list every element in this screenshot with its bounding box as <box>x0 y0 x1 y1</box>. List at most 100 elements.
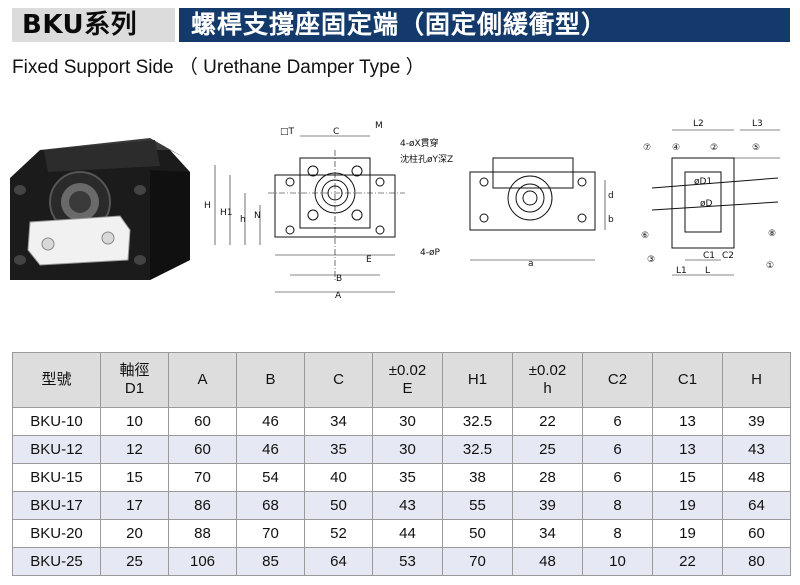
product-photo <box>10 138 190 280</box>
table-cell: 30 <box>372 407 443 436</box>
label-hole-x: 4-øX貫穿 <box>400 137 439 149</box>
label-c: C <box>333 127 339 137</box>
column-header: C2 <box>582 352 653 408</box>
model-cell: BKU-17 <box>12 491 101 520</box>
table-cell: 46 <box>236 407 305 436</box>
table-cell: 19 <box>652 519 723 548</box>
label-d1: øD1 <box>694 177 712 187</box>
model-cell: BKU-15 <box>12 463 101 492</box>
label-h-big: H <box>204 201 211 211</box>
column-header: C <box>304 352 373 408</box>
table-cell: 19 <box>652 491 723 520</box>
column-header-line: H <box>751 371 762 388</box>
column-header: A <box>168 352 237 408</box>
model-cell: BKU-20 <box>12 519 101 548</box>
table-cell: 70 <box>442 547 513 576</box>
table-cell: 32.5 <box>442 407 513 436</box>
label-b-small: b <box>608 215 614 225</box>
model-cell: BKU-25 <box>12 547 101 576</box>
table-cell: 32.5 <box>442 435 513 464</box>
callout-2: ② <box>710 143 718 153</box>
table-cell: 55 <box>442 491 513 520</box>
table-cell: 8 <box>582 519 653 548</box>
column-header-line: 型號 <box>41 371 72 388</box>
column-header-line: D1 <box>124 380 145 397</box>
callout-5: ⑤ <box>752 143 760 153</box>
label-m: M <box>375 121 383 131</box>
page-subtitle: Fixed Support Side （ Urethane Damper Typ… <box>12 57 425 78</box>
label-hole-p: 4-øP <box>420 248 440 258</box>
technical-drawings: □T C M H H1 h N E B A 4-øX貫穿 沈柱孔øY深Z 4-ø… <box>10 119 780 301</box>
table-cell: 6 <box>582 407 653 436</box>
table-cell: 64 <box>304 547 373 576</box>
table-cell: 86 <box>168 491 237 520</box>
label-l2: L2 <box>693 119 704 129</box>
label-e: E <box>366 255 372 265</box>
table-cell: 17 <box>100 491 169 520</box>
callout-8: ⑧ <box>768 229 776 239</box>
table-cell: 50 <box>442 519 513 548</box>
table-cell: 60 <box>722 519 791 548</box>
table-cell: 22 <box>512 407 583 436</box>
table-cell: 35 <box>304 435 373 464</box>
section-view-labels: L2 L3 øD1 øD C1 C2 L1 L ⑦ ④ ② ⑤ ⑥ ③ ⑧ ① <box>641 119 776 276</box>
column-header: B <box>236 352 305 408</box>
table-cell: 15 <box>652 463 723 492</box>
label-n: N <box>254 211 261 221</box>
table-cell: 6 <box>582 435 653 464</box>
column-header-line: ±0.02 <box>528 362 567 379</box>
column-header: H1 <box>442 352 513 408</box>
table-cell: 85 <box>236 547 305 576</box>
table-cell: 13 <box>652 435 723 464</box>
column-header: C1 <box>652 352 723 408</box>
table-cell: 39 <box>512 491 583 520</box>
callout-3: ③ <box>647 255 655 265</box>
model-cell: BKU-12 <box>12 435 101 464</box>
column-header-line: A <box>197 371 208 388</box>
label-b: B <box>336 274 342 284</box>
column-header-line: H1 <box>467 371 488 388</box>
table-cell: 50 <box>304 491 373 520</box>
table-cell: 64 <box>722 491 791 520</box>
table-cell: 34 <box>512 519 583 548</box>
table-cell: 28 <box>512 463 583 492</box>
column-header-line: E <box>402 380 413 397</box>
table-cell: 52 <box>304 519 373 548</box>
column-header-line: h <box>543 380 552 397</box>
label-l: L <box>705 266 710 276</box>
table-cell: 54 <box>236 463 305 492</box>
table-cell: 35 <box>372 463 443 492</box>
section-view-drawing <box>651 129 780 276</box>
column-header-line: C2 <box>607 371 628 388</box>
table-cell: 70 <box>168 463 237 492</box>
front-view-labels: □T C M H H1 h N E B A 4-øX貫穿 沈柱孔øY深Z 4-ø… <box>204 121 453 301</box>
table-cell: 80 <box>722 547 791 576</box>
label-l3: L3 <box>752 119 763 129</box>
table-cell: 43 <box>722 435 791 464</box>
callout-4: ④ <box>672 143 680 153</box>
table-cell: 12 <box>100 435 169 464</box>
table-cell: 70 <box>236 519 305 548</box>
table-cell: 44 <box>372 519 443 548</box>
table-cell: 22 <box>652 547 723 576</box>
table-cell: 88 <box>168 519 237 548</box>
table-cell: 8 <box>582 491 653 520</box>
model-cell: BKU-10 <box>12 407 101 436</box>
table-cell: 106 <box>168 547 237 576</box>
table-cell: 48 <box>512 547 583 576</box>
table-cell: 25 <box>100 547 169 576</box>
table-cell: 15 <box>100 463 169 492</box>
table-cell: 20 <box>100 519 169 548</box>
